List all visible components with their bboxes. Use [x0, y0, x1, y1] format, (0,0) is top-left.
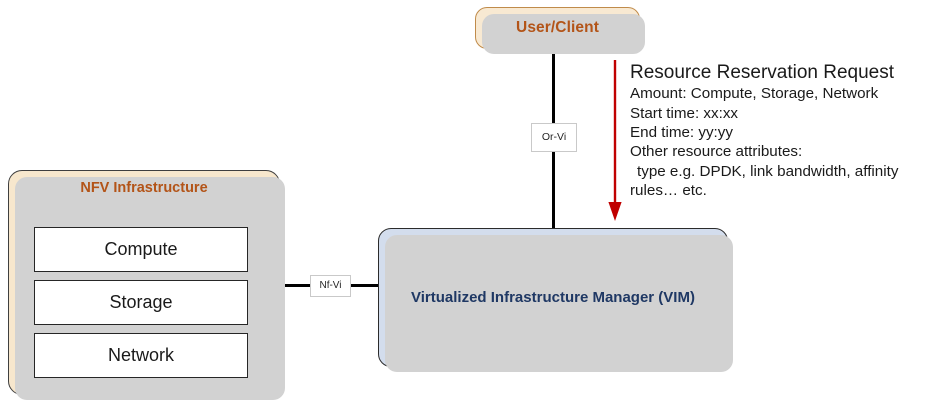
- request-line-amount: Amount: Compute, Storage, Network: [630, 85, 879, 103]
- reference-point-or-vi: Or-Vi: [531, 123, 577, 152]
- nfv-resource-label: Network: [107, 345, 174, 365]
- vim-label: Virtualized Infrastructure Manager (VIM): [411, 289, 695, 306]
- user-client-box[interactable]: User/Client: [475, 7, 645, 54]
- request-heading: Resource Reservation Request: [630, 62, 895, 83]
- resource-reservation-request-arrow: [608, 60, 622, 221]
- nfv-resource-label: Compute: [104, 239, 178, 259]
- nf-vi-label: Nf-Vi: [319, 280, 342, 291]
- nfv-resource-label: Storage: [109, 292, 173, 312]
- nfv-resource-network[interactable]: Network: [34, 333, 248, 378]
- nfv-resource-storage[interactable]: Storage: [34, 280, 248, 325]
- nfv-infrastructure-box[interactable]: NFV Infrastructure Compute Storage Netwo…: [8, 170, 285, 400]
- user-client-label: User/Client: [516, 19, 599, 36]
- reference-point-nf-vi: Nf-Vi: [310, 275, 351, 297]
- request-line-other-attributes: Other resource attributes:: [630, 143, 803, 161]
- or-vi-label: Or-Vi: [541, 131, 567, 144]
- request-line-end-time: End time: yy:yy: [630, 124, 733, 141]
- request-line-attribute-detail: type e.g. DPDK, link bandwidth, affinity…: [630, 162, 899, 199]
- request-line-start-time: Start time: xx:xx: [630, 104, 739, 122]
- nfv-resource-compute[interactable]: Compute: [34, 227, 248, 272]
- vim-box[interactable]: Virtualized Infrastructure Manager (VIM): [378, 228, 733, 372]
- resource-reservation-request-description: Resource Reservation Request Amount: Com…: [630, 62, 942, 200]
- nfv-infrastructure-title: NFV Infrastructure: [80, 180, 208, 196]
